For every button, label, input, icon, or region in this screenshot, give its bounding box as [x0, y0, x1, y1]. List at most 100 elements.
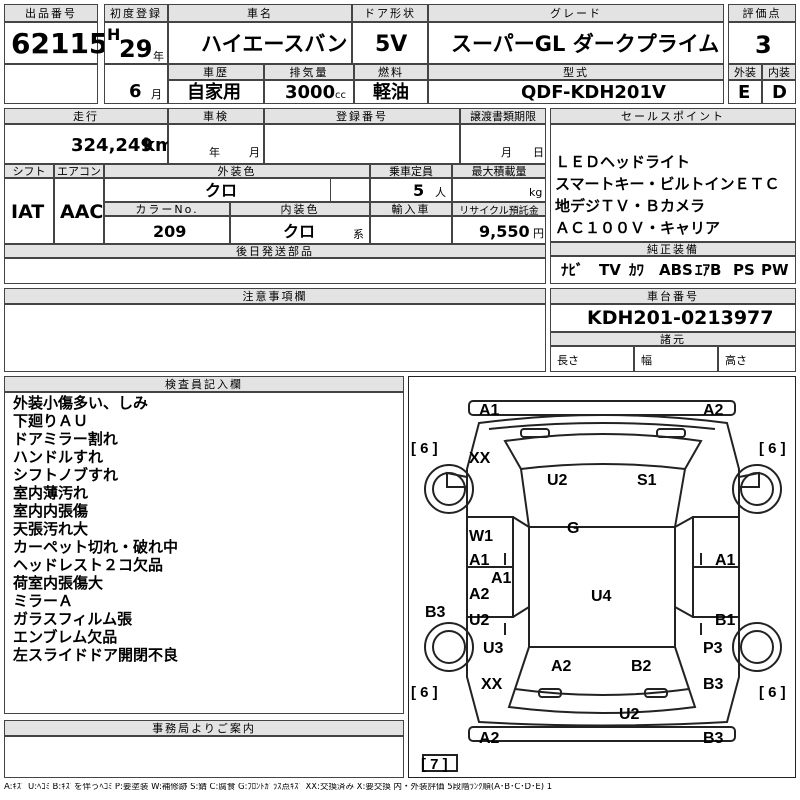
grade-label: グレード: [428, 4, 724, 22]
grade-cell: スーパーGL ダークプライム: [428, 22, 724, 64]
specs-section: 走行 324,249 km 車検 年 月 登録番号 譲渡書類期限 月 日 シフト…: [4, 108, 546, 284]
equipment-cell: ﾅﾋﾞ TV ｶﾜ ABS ｴｱB PS PW: [550, 256, 796, 284]
int-color-value: クロ: [283, 222, 316, 241]
damage-mark: U2: [619, 706, 640, 723]
mileage-cell: 324,249 km: [4, 124, 174, 164]
shift-label: シフト: [4, 164, 54, 178]
int-color-unit: 系: [353, 228, 364, 241]
score-label: 評価点: [728, 4, 796, 22]
capacity-cell: 5 人: [370, 178, 452, 202]
fuel-cell: 軽油: [354, 80, 428, 104]
damage-mark: W1: [469, 528, 493, 545]
chassis-section: 車台番号 KDH201-0213977 諸元 長さ 幅 高さ: [550, 288, 796, 372]
first-reg-label: 初度登録: [104, 4, 168, 22]
caution-label: 注意事項欄: [4, 288, 546, 304]
sales-points-cell: ＬＥＤヘッドライト スマートキー・ビルトインＥＴＣ 地デジＴＶ・Ｂカメラ ＡＣ１…: [550, 124, 796, 242]
history-label: 車歴: [168, 64, 264, 80]
tire-mark: [ 7 ]: [421, 756, 448, 773]
lot-blank-cell: [4, 64, 98, 104]
office-section: 事務局よりご案内: [4, 720, 404, 778]
damage-mark: B3: [703, 730, 724, 747]
inspector-note: ミラーＡ: [13, 592, 74, 610]
damage-mark: XX: [481, 676, 503, 693]
damage-mark: A1: [479, 402, 500, 419]
int-color-label: 内装色: [230, 202, 370, 216]
inspector-section: 検査員記入欄 外装小傷多い、しみ 下廻りＡＵ ドアミラー割れ ハンドルすれ シフ…: [4, 376, 404, 714]
inspector-note: シフトノブすれ: [13, 466, 119, 484]
inspector-note: 下廻りＡＵ: [13, 412, 89, 430]
inspector-note: ドアミラー割れ: [13, 430, 118, 448]
vehicle-diagram: A1 A2 XX U2 S1 G W1 A1 A1 A1 A2 U4 B3 U2…: [408, 376, 796, 778]
capacity-value: 5: [413, 181, 425, 200]
height-label: 高さ: [725, 354, 747, 367]
interior-cell: D: [762, 80, 796, 104]
ac-cell: AAC: [54, 178, 104, 244]
inspector-note: カーペット切れ・破れ中: [13, 538, 179, 556]
inspector-note: 室内内張傷: [13, 502, 89, 520]
grade-value: スーパーGL ダークプライム: [451, 32, 720, 56]
ext-color-label: 外装色: [104, 164, 370, 178]
recycle-unit: 円: [533, 227, 544, 240]
damage-mark: A1: [715, 552, 736, 569]
load-cell: kg: [452, 178, 546, 202]
inspector-note: ガラスフィルム張: [13, 610, 133, 628]
reg-year: 29: [119, 35, 153, 63]
exterior-value: E: [738, 82, 751, 103]
load-unit: kg: [529, 186, 543, 199]
damage-mark: A2: [551, 658, 572, 675]
damage-mark: B3: [703, 676, 724, 693]
fuel-value: 軽油: [373, 82, 409, 103]
car-name: ハイエースバン: [201, 32, 348, 56]
inspection-year-unit: 年: [209, 146, 220, 159]
later-parts-cell: [4, 258, 546, 284]
inspector-note: エンブレム欠品: [13, 628, 118, 646]
color-no-value: 209: [153, 222, 187, 241]
tire-mark: [ 6 ]: [759, 440, 786, 457]
inspection-cell: 年 月: [168, 124, 264, 164]
recycle-value: 9,550: [479, 222, 530, 241]
model-cell: QDF-KDH201V: [428, 80, 724, 104]
sales-point-line: スマートキー・ビルトインＥＴＣ: [555, 175, 780, 193]
damage-mark: U2: [547, 472, 568, 489]
door-cell: 5V: [352, 22, 428, 64]
transfer-day-unit: 日: [533, 146, 544, 159]
damage-mark: U3: [483, 640, 504, 657]
inspector-note: 外装小傷多い、しみ: [13, 394, 149, 412]
reg-year-unit: 年: [153, 50, 164, 63]
damage-mark: B3: [425, 604, 446, 621]
sales-point-line: ＬＥＤヘッドライト: [555, 153, 691, 171]
displacement-cell: 3000 cc: [264, 80, 354, 104]
registration-label: 登録番号: [264, 108, 460, 124]
equipment-item: ｴｱB: [695, 261, 722, 279]
damage-mark: A2: [479, 730, 500, 747]
interior-label: 内装: [762, 64, 796, 80]
inspector-note: 室内薄汚れ: [13, 484, 89, 502]
lot-number-label: 出品番号: [4, 4, 98, 22]
damage-mark: XX: [469, 450, 491, 467]
damage-mark: S1: [637, 472, 657, 489]
color-no-label: カラーNo.: [104, 202, 230, 216]
fuel-label: 燃料: [354, 64, 428, 80]
door-value: 5V: [375, 32, 408, 57]
car-name-cell: ハイエースバン: [168, 22, 352, 64]
sales-point-line: 地デジＴＶ・Ｂカメラ: [555, 197, 706, 215]
equipment-label: 純正装備: [550, 242, 796, 256]
exterior-label: 外装: [728, 64, 762, 80]
tire-mark: [ 6 ]: [759, 684, 786, 701]
damage-mark: U4: [591, 588, 612, 605]
displacement-label: 排気量: [264, 64, 354, 80]
mileage-value: 324,249: [71, 135, 153, 156]
interior-value: D: [772, 82, 787, 103]
ac-label: エアコン: [54, 164, 104, 178]
sales-point-line: ＡＣ１００Ｖ・キャリア: [555, 219, 721, 237]
recycle-label: リサイクル預託金: [452, 202, 546, 217]
recycle-cell: 9,550 円: [452, 216, 546, 244]
equipment-item: PS: [733, 261, 755, 279]
damage-mark: A1: [491, 570, 512, 587]
history-value: 自家用: [187, 82, 241, 103]
damage-mark: A2: [469, 586, 490, 603]
import-cell: [370, 216, 452, 244]
damage-mark: A1: [469, 552, 490, 569]
lot-number: 62115: [11, 27, 109, 60]
reg-month: 6: [129, 81, 142, 102]
